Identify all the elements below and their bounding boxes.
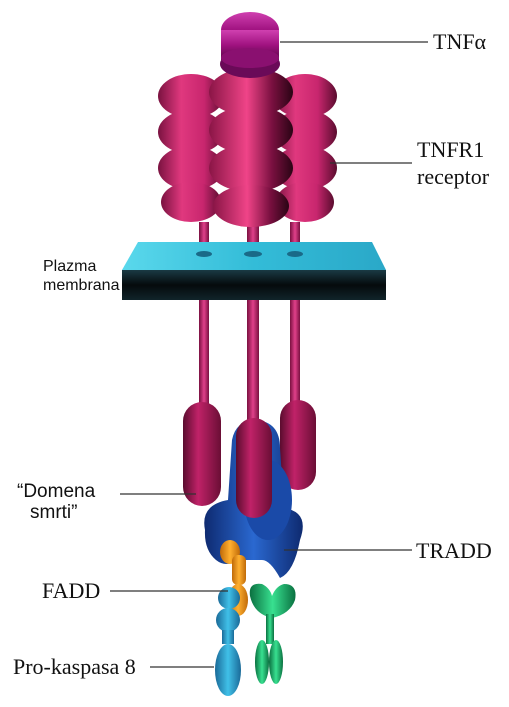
- label-smrti: smrti”: [30, 502, 77, 523]
- label-fadd: FADD: [42, 578, 100, 604]
- label-membrana: membrana: [43, 277, 119, 295]
- plasma-membrane-shape: [122, 242, 386, 300]
- label-domena: “Domena: [17, 481, 95, 502]
- label-tnf-alpha: TNFα: [433, 29, 486, 55]
- label-receptor: receptor: [417, 164, 489, 190]
- procaspase8-blue-shape: [215, 587, 241, 696]
- procaspase8-green-shape: [250, 584, 296, 684]
- label-tnfr1: TNFR1: [417, 137, 484, 163]
- tnfr1-receptor-shape: [158, 68, 337, 227]
- label-tradd: TRADD: [416, 538, 492, 564]
- tnf-alpha-shape: [220, 12, 280, 78]
- label-procaspase8: Pro-kaspasa 8: [13, 654, 136, 680]
- death-domain-front: [236, 418, 272, 518]
- label-plazma: Plazma: [43, 258, 96, 276]
